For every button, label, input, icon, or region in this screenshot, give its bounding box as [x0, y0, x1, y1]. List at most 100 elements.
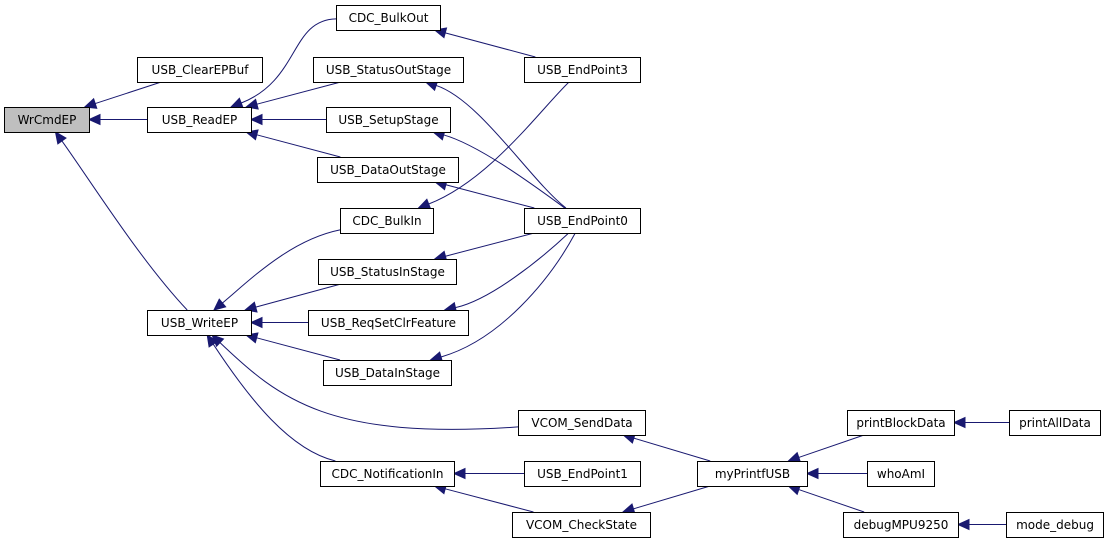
node-usb_endpoint3[interactable]: USB_EndPoint3	[524, 57, 641, 83]
edge-line	[256, 337, 341, 361]
edge-arrowhead	[213, 298, 227, 311]
node-mode_debug[interactable]: mode_debug	[1006, 512, 1104, 538]
edge-cdc_notificationin-to-usb_writeep	[206, 333, 336, 462]
node-box[interactable]	[323, 360, 452, 386]
node-box[interactable]	[326, 107, 451, 133]
edge-line	[95, 81, 162, 105]
edge-printalldata-to-printblockdata	[952, 416, 1010, 429]
node-box[interactable]	[843, 512, 959, 538]
node-box[interactable]	[4, 107, 90, 133]
edge-line	[212, 343, 336, 462]
node-box[interactable]	[518, 410, 646, 436]
edge-usb_endpoint1-to-cdc_notificationin	[452, 467, 524, 480]
edge-printblockdata-to-myprintfusb	[787, 434, 865, 463]
node-vcom_checkstate[interactable]: VCOM_CheckState	[512, 512, 651, 538]
node-box[interactable]	[320, 461, 455, 487]
node-printalldata[interactable]: printAllData	[1009, 410, 1101, 436]
edge-arrowhead	[229, 97, 244, 109]
node-printblockdata[interactable]: printBlockData	[847, 410, 955, 436]
edge-vcom_checkstate-to-cdc_notificationin	[433, 483, 534, 513]
node-cdc_bulkout[interactable]: CDC_BulkOut	[336, 5, 441, 31]
node-box[interactable]	[1009, 410, 1101, 436]
edge-arrowhead	[83, 97, 98, 109]
edge-myprintfusb-to-vcom_checkstate	[621, 485, 711, 515]
edge-line	[61, 140, 188, 311]
node-label: USB_DataInStage	[335, 366, 440, 380]
edge-debugmpu9250-to-myprintfusb	[787, 484, 865, 513]
node-wrcmdep[interactable]: WrCmdEP	[4, 107, 90, 133]
node-usb_clearepbuf[interactable]: USB_ClearEPBuf	[137, 57, 263, 83]
edge-arrowhead	[87, 113, 101, 126]
node-myprintfusb[interactable]: myPrintfUSB	[697, 461, 808, 487]
node-box[interactable]	[847, 410, 955, 436]
edge-line	[633, 485, 711, 510]
node-usb_setupstage[interactable]: USB_SetupStage	[326, 107, 451, 133]
node-box[interactable]	[318, 259, 457, 285]
node-label: CDC_BulkOut	[349, 11, 429, 25]
node-usb_statusoutstage[interactable]: USB_StatusOutStage	[313, 57, 464, 83]
edge-arrowhead	[952, 416, 966, 429]
edges-layer	[54, 18, 1010, 531]
node-box[interactable]	[308, 310, 469, 336]
node-usb_endpoint1[interactable]: USB_EndPoint1	[524, 461, 641, 487]
node-debugmpu9250[interactable]: debugMPU9250	[843, 512, 959, 538]
edge-arrowhead	[249, 113, 263, 126]
edge-arrowhead	[787, 451, 802, 463]
node-box[interactable]	[317, 157, 459, 183]
edge-usb_writeep-to-wrcmdep	[54, 131, 188, 311]
node-usb_dataoutstage[interactable]: USB_DataOutStage	[317, 157, 459, 183]
node-label: whoAmI	[877, 467, 925, 481]
node-label: USB_ReqSetClrFeature	[321, 316, 456, 330]
node-box[interactable]	[147, 310, 252, 336]
node-box[interactable]	[137, 57, 263, 83]
edge-cdc_bulkin-to-usb_writeep	[213, 229, 341, 311]
node-label: myPrintfUSB	[715, 467, 790, 481]
node-usb_datainstage[interactable]: USB_DataInStage	[323, 360, 452, 386]
node-label: USB_ReadEP	[162, 113, 238, 127]
node-box[interactable]	[147, 107, 252, 133]
node-cdc_bulkin[interactable]: CDC_BulkIn	[340, 208, 434, 234]
node-vcom_senddata[interactable]: VCOM_SendData	[518, 410, 646, 436]
edge-line	[428, 81, 570, 205]
node-usb_endpoint0[interactable]: USB_EndPoint0	[524, 208, 641, 234]
edge-line	[443, 134, 566, 209]
edge-myprintfusb-to-vcom_senddata	[622, 432, 711, 462]
node-box[interactable]	[697, 461, 808, 487]
node-box[interactable]	[336, 5, 441, 31]
edge-usb_endpoint3-to-cdc_bulkout	[433, 27, 536, 58]
node-box[interactable]	[524, 208, 641, 234]
node-box[interactable]	[313, 57, 464, 83]
edge-usb_clearepbuf-to-wrcmdep	[83, 81, 162, 109]
node-label: VCOM_CheckState	[526, 518, 637, 532]
node-label: CDC_BulkIn	[352, 214, 421, 228]
node-box[interactable]	[524, 461, 641, 487]
node-usb_writeep[interactable]: USB_WriteEP	[147, 310, 252, 336]
edge-arrowhead	[452, 467, 466, 480]
node-usb_readep[interactable]: USB_ReadEP	[147, 107, 252, 133]
edge-line	[222, 229, 341, 304]
node-whoami[interactable]: whoAmI	[867, 461, 935, 487]
node-box[interactable]	[340, 208, 434, 234]
node-usb_statusinstage[interactable]: USB_StatusInStage	[318, 259, 457, 285]
node-usb_reqsetclrfeature[interactable]: USB_ReqSetClrFeature	[308, 310, 469, 336]
node-box[interactable]	[512, 512, 651, 538]
node-label: USB_EndPoint0	[537, 214, 628, 228]
edge-line	[798, 489, 865, 513]
edge-line	[256, 134, 341, 158]
node-label: printAllData	[1019, 416, 1091, 430]
node-box[interactable]	[524, 57, 641, 83]
edge-line	[440, 232, 576, 358]
node-box[interactable]	[1006, 512, 1104, 538]
edge-usb_datainstage-to-usb_writeep	[244, 332, 341, 361]
node-cdc_notificationin[interactable]: CDC_NotificationIn	[320, 461, 455, 487]
node-box[interactable]	[867, 461, 935, 487]
node-label: USB_EndPoint3	[537, 63, 628, 77]
edge-arrowhead	[245, 98, 259, 110]
edge-usb_reqsetclrfeature-to-usb_writeep	[249, 316, 308, 329]
edge-usb_endpoint0-to-usb_statusinstage	[433, 232, 535, 262]
edge-line	[219, 342, 519, 430]
node-label: USB_EndPoint1	[537, 467, 628, 481]
